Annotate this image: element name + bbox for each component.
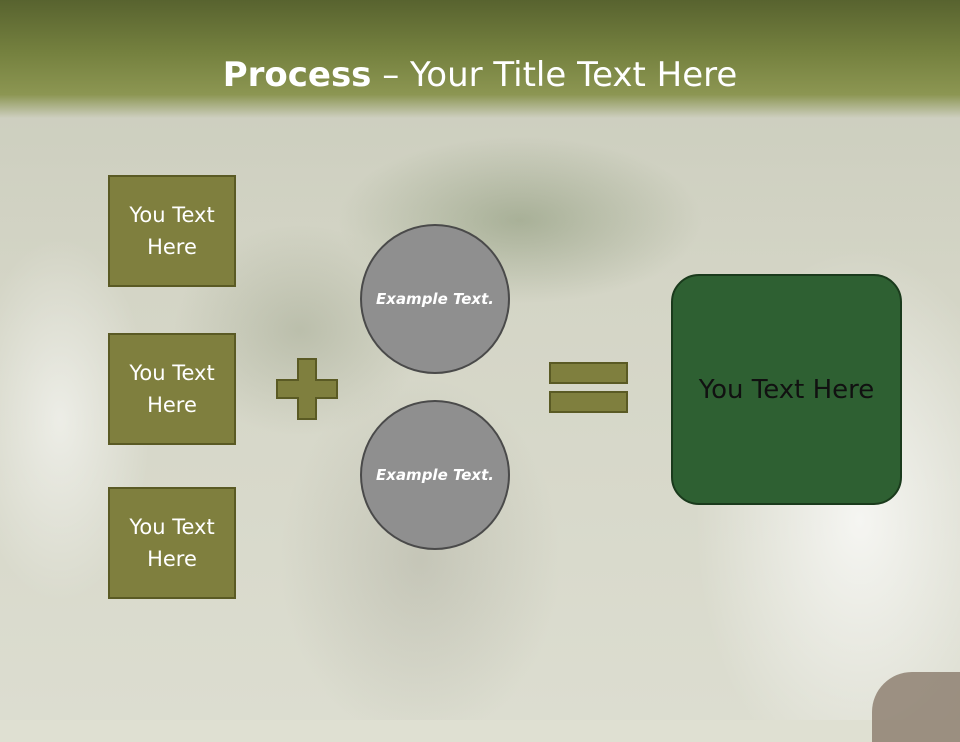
plus-icon (276, 358, 338, 420)
input-box-2: You Text Here (108, 333, 236, 445)
example-circle-1: Example Text. (360, 224, 510, 374)
title-bold-text: Process (222, 55, 372, 95)
equals-icon (549, 362, 628, 413)
result-box: You Text Here (671, 274, 902, 505)
title-rest-text: – Your Title Text Here (371, 55, 738, 95)
background-rock (872, 672, 960, 742)
title-band (0, 0, 960, 118)
input-box-3: You Text Here (108, 487, 236, 599)
slide-title: Process – Your Title Text Here (0, 50, 960, 100)
input-box-1: You Text Here (108, 175, 236, 287)
example-circle-2: Example Text. (360, 400, 510, 550)
